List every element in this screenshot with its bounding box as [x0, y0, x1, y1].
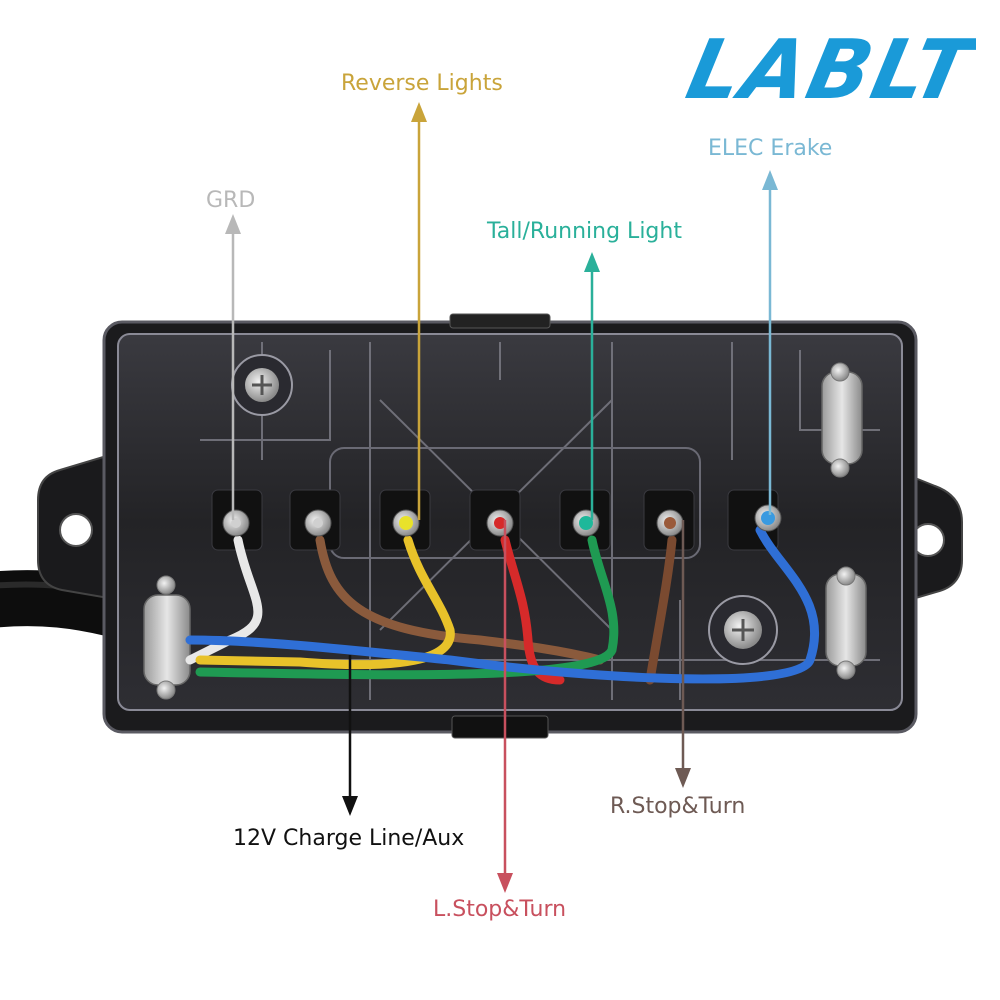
label-tail-running-light: Tall/Running Light: [487, 219, 682, 244]
callout-reverse-lights: [411, 102, 427, 520]
callout-grd: [225, 214, 241, 520]
wire-green: [195, 535, 619, 680]
label-reverse-lights: Reverse Lights: [341, 71, 503, 96]
wire-yellow: [195, 535, 455, 670]
label-12v-charge-line: 12V Charge Line/Aux: [233, 826, 465, 851]
callout-tail-running: [584, 252, 600, 520]
callout-l-stop-turn: [497, 520, 513, 893]
top-left-screw: [231, 354, 293, 416]
wires: [185, 525, 820, 685]
brand-logo-text: LABLT: [679, 26, 976, 110]
wire-red: [500, 535, 565, 685]
wire-brown-right: [645, 535, 677, 685]
stud-charge: [304, 509, 332, 537]
right-top-cable-clamp: [821, 362, 863, 478]
wire-white: [185, 535, 263, 665]
terminal-studs: [222, 504, 782, 537]
left-cable-clamp: [143, 575, 191, 700]
stud-l-stop: [486, 509, 514, 537]
stud-elec-brake: [754, 504, 782, 532]
label-grd: GRD: [206, 188, 256, 213]
label-l-stop-turn: L.Stop&Turn: [433, 897, 567, 922]
label-elec-brake: ELEC Erake: [708, 136, 833, 161]
label-r-stop-turn: R.Stop&Turn: [610, 794, 746, 819]
left-mounting-hole: [59, 513, 93, 547]
cover-top-tab: [449, 313, 551, 329]
bottom-right-screw: [708, 595, 778, 665]
stud-grd: [222, 509, 250, 537]
stud-r-stop: [656, 509, 684, 537]
right-bottom-cable-clamp: [825, 566, 867, 680]
cover-bottom-tab: [451, 715, 549, 739]
brand-logo: LABLT: [679, 26, 976, 110]
callout-r-stop-turn: [675, 520, 691, 788]
stud-tail: [572, 509, 600, 537]
callout-elec-brake: [762, 170, 778, 515]
stud-reverse: [392, 509, 420, 537]
callout-charge-line: [342, 655, 358, 816]
wire-blue: [185, 525, 820, 684]
wire-brown: [315, 535, 605, 665]
